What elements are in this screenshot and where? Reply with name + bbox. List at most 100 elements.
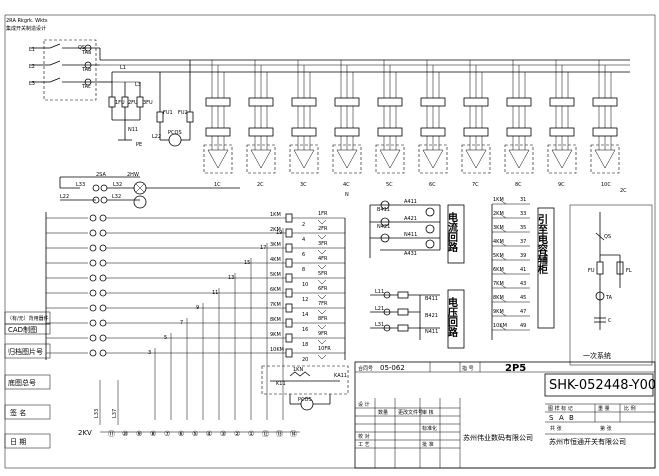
primary-fl-label: FL bbox=[626, 268, 632, 274]
primary-ta-label: TA bbox=[605, 295, 613, 301]
capacitor-extra-label: 2C bbox=[620, 188, 627, 194]
terminal-13[interactable]: ⑬ bbox=[276, 430, 283, 438]
rev-row-3: 校 对 bbox=[358, 433, 370, 440]
terminal-14[interactable]: ⑭ bbox=[290, 430, 297, 438]
voltage-label-5: B421 bbox=[425, 313, 438, 319]
2sa-label: 2SA bbox=[96, 172, 106, 178]
sheet-border bbox=[4, 14, 656, 469]
km-label-6: 6KM bbox=[270, 287, 281, 293]
title-block: 合同号 05-062 指 号 2P5 SHK-052448-Y00 图 样 标 … bbox=[354, 361, 656, 469]
terminal-12[interactable]: ⑫ bbox=[262, 430, 269, 438]
terminal-2[interactable]: ⑩ bbox=[122, 430, 128, 438]
wire-num-5: 11 bbox=[212, 290, 218, 296]
current-loop: A411 A421 N411 A431 B411 N421 电流回路 bbox=[369, 199, 465, 264]
ta-label-b: TAb bbox=[81, 67, 91, 73]
capacitor-unit-3: 3C bbox=[289, 60, 319, 188]
row-num-4: 8 bbox=[302, 267, 305, 273]
capacitor-label-6: 6C bbox=[429, 182, 436, 188]
km-label-3: 3KM bbox=[270, 242, 281, 248]
km-label-9: 9KM bbox=[270, 332, 281, 338]
terminal-8[interactable]: ④ bbox=[206, 430, 212, 438]
terminal-11[interactable]: ① bbox=[248, 430, 254, 438]
km-label-7: 7KM bbox=[270, 302, 281, 308]
cap-aux-km-4: 4KM bbox=[493, 239, 504, 245]
cap-aux-num-3: 35 bbox=[520, 225, 526, 231]
svg-text:L33: L33 bbox=[94, 409, 100, 418]
qs-dashed-box bbox=[43, 39, 97, 101]
drawing-no: SHK-052448-Y00 bbox=[549, 378, 656, 393]
sa-lamp-icon bbox=[133, 195, 147, 209]
bottom-km-label: K11 bbox=[276, 381, 286, 387]
km-label-1: 1KM bbox=[270, 212, 281, 218]
cap-aux-num-7: 43 bbox=[520, 281, 526, 287]
terminal-5[interactable]: ⑦ bbox=[164, 430, 170, 438]
main-switch-section: QS L1 L2 L3 TAa TAb TAc bbox=[29, 39, 100, 101]
svg-text:L37: L37 bbox=[112, 409, 118, 418]
fr-label-7: 7FR bbox=[318, 301, 328, 307]
current-label-6: N421 bbox=[377, 224, 390, 230]
row-num-10: 20 bbox=[302, 357, 308, 363]
pcos-label: PCOS bbox=[168, 130, 182, 136]
phase-label-2: L2 bbox=[29, 64, 35, 70]
l22-label-b: L22 bbox=[60, 194, 69, 200]
ta-label-c: TAc bbox=[81, 84, 91, 90]
capacitor-unit-7: 7C bbox=[461, 60, 491, 188]
fr-label-3: 3FR bbox=[318, 241, 328, 247]
row-num-5: 10 bbox=[302, 282, 308, 288]
fuse-section: 1FU 2FU 3FU N11 PE FU1 FU2 PCOS L22 bbox=[108, 60, 194, 148]
capacitor-unit-1: 1C bbox=[203, 60, 233, 188]
header-line2: 集成开关制造设计 bbox=[6, 25, 46, 32]
capacitor-unit-2: 2C bbox=[246, 60, 276, 188]
left-box-3: 归档图片号 bbox=[8, 347, 43, 356]
cap-aux-num-8: 45 bbox=[520, 295, 526, 301]
stage-mark-s: S bbox=[549, 414, 554, 422]
l22-label: L22 bbox=[152, 134, 161, 140]
km-label-8: 8KM bbox=[270, 317, 281, 323]
cap-aux-title-box bbox=[537, 207, 555, 329]
capacitor-label-3: 3C bbox=[300, 182, 307, 188]
terminal-6[interactable]: ⑥ bbox=[178, 430, 184, 438]
wire-num-6: 13 bbox=[228, 275, 234, 281]
rev-row-6: 批 准 bbox=[422, 441, 434, 448]
stage-mark-b: B bbox=[569, 414, 574, 422]
terminal-7[interactable]: ⑤ bbox=[192, 430, 198, 438]
current-label-1: A411 bbox=[404, 199, 417, 205]
voltage-label-4: B411 bbox=[425, 296, 438, 302]
primary-c-label: C bbox=[608, 318, 612, 324]
fuse-1fu: 1FU bbox=[115, 100, 125, 106]
voltage-label-1: L11 bbox=[375, 289, 384, 295]
terminal-3[interactable]: ⑨ bbox=[136, 430, 142, 438]
current-label-5: B411 bbox=[377, 207, 390, 213]
terminal-10[interactable]: ② bbox=[234, 430, 240, 438]
fr-label-9: 9FR bbox=[318, 331, 328, 337]
capacitor-label-4: 4C bbox=[343, 182, 350, 188]
left-box-5: 签 名 bbox=[10, 408, 26, 417]
cap-aux-km-9: 9KM bbox=[493, 309, 504, 315]
terminal-1[interactable]: ⑪ bbox=[108, 430, 115, 438]
bus-label-l3: L3 bbox=[135, 82, 141, 88]
contract-no: 05-062 bbox=[380, 364, 405, 372]
scale-label: 比 例 bbox=[624, 405, 636, 412]
voltage-label-6: N411 bbox=[425, 329, 438, 335]
current-label-2: A421 bbox=[404, 216, 417, 222]
capacitor-label-1: 1C bbox=[214, 182, 221, 188]
terminal-4[interactable]: ⑧ bbox=[150, 430, 156, 438]
company-1: 苏州伟业数码有限公司 bbox=[463, 433, 533, 442]
rev-row-2: 审 核 bbox=[422, 409, 434, 416]
sheet-label: 指 号 bbox=[462, 365, 474, 372]
terminal-9[interactable]: ③ bbox=[220, 430, 226, 438]
row-num-2: 4 bbox=[302, 237, 305, 243]
km-label-10: 10KM bbox=[270, 347, 284, 353]
left-box-6: 日 期 bbox=[10, 438, 26, 446]
left-box-4: 底图总号 bbox=[8, 378, 36, 387]
weight-label: 重 量 bbox=[598, 405, 610, 412]
